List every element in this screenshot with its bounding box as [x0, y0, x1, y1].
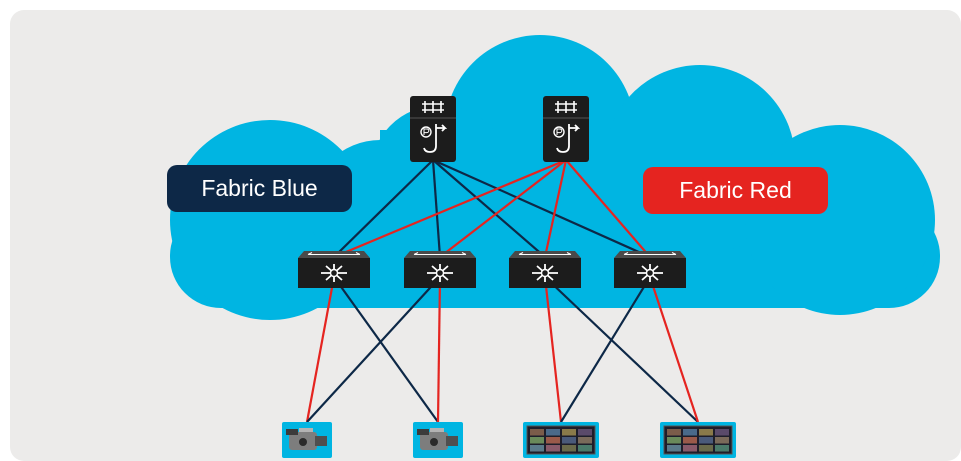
link-blue-spine-to-leaf-3: [432, 159, 546, 258]
spine-switch-red: [543, 96, 589, 162]
leaf-switch-3: [509, 251, 581, 288]
links-layer: [305, 158, 700, 423]
nodes-layer: [282, 96, 736, 458]
link-leaf-2-to-endpoint-1: [306, 276, 441, 423]
link-red-spine-to-leaf-4: [565, 159, 651, 258]
layer3-switch-icon: [532, 264, 558, 282]
link-red-spine-to-leaf-3: [543, 159, 568, 258]
multiviewer-display-2: [660, 422, 736, 458]
pim-router-icon: [553, 101, 581, 153]
leaf-switch-1: [298, 251, 370, 288]
link-red-spine-to-leaf-1: [333, 158, 567, 259]
link-leaf-4-to-endpoint-4: [648, 276, 700, 423]
video-camera-2: [413, 422, 463, 458]
layer3-switch-icon: [427, 264, 453, 282]
multiviewer-monitor-icon: [663, 425, 733, 455]
link-leaf-1-to-endpoint-2: [333, 276, 439, 423]
link-blue-spine-to-leaf-2: [431, 159, 442, 258]
multiviewer-monitor-icon: [526, 425, 596, 455]
leaf-switch-2: [404, 251, 476, 288]
link-blue-spine-to-leaf-4: [432, 158, 651, 259]
pim-router-icon: [420, 101, 448, 153]
link-leaf-3-to-endpoint-3: [543, 276, 563, 423]
link-red-spine-to-leaf-2: [439, 159, 567, 258]
link-leaf-3-to-endpoint-4: [544, 276, 699, 423]
layer3-switch-icon: [637, 264, 663, 282]
leaf-switch-4: [614, 251, 686, 288]
fabric-red-label: Fabric Red: [643, 167, 828, 214]
fabric-blue-label: Fabric Blue: [167, 165, 352, 212]
multiviewer-display-1: [523, 422, 599, 458]
spine-switch-blue: [410, 96, 456, 162]
link-blue-spine-to-leaf-1: [333, 159, 434, 258]
link-leaf-2-to-endpoint-2: [436, 276, 442, 423]
layer3-switch-icon: [321, 264, 347, 282]
link-leaf-4-to-endpoint-3: [560, 276, 651, 423]
broadcast-camera-icon: [417, 428, 458, 450]
link-leaf-1-to-endpoint-1: [305, 276, 336, 423]
video-camera-1: [282, 422, 332, 458]
broadcast-camera-icon: [286, 428, 327, 450]
